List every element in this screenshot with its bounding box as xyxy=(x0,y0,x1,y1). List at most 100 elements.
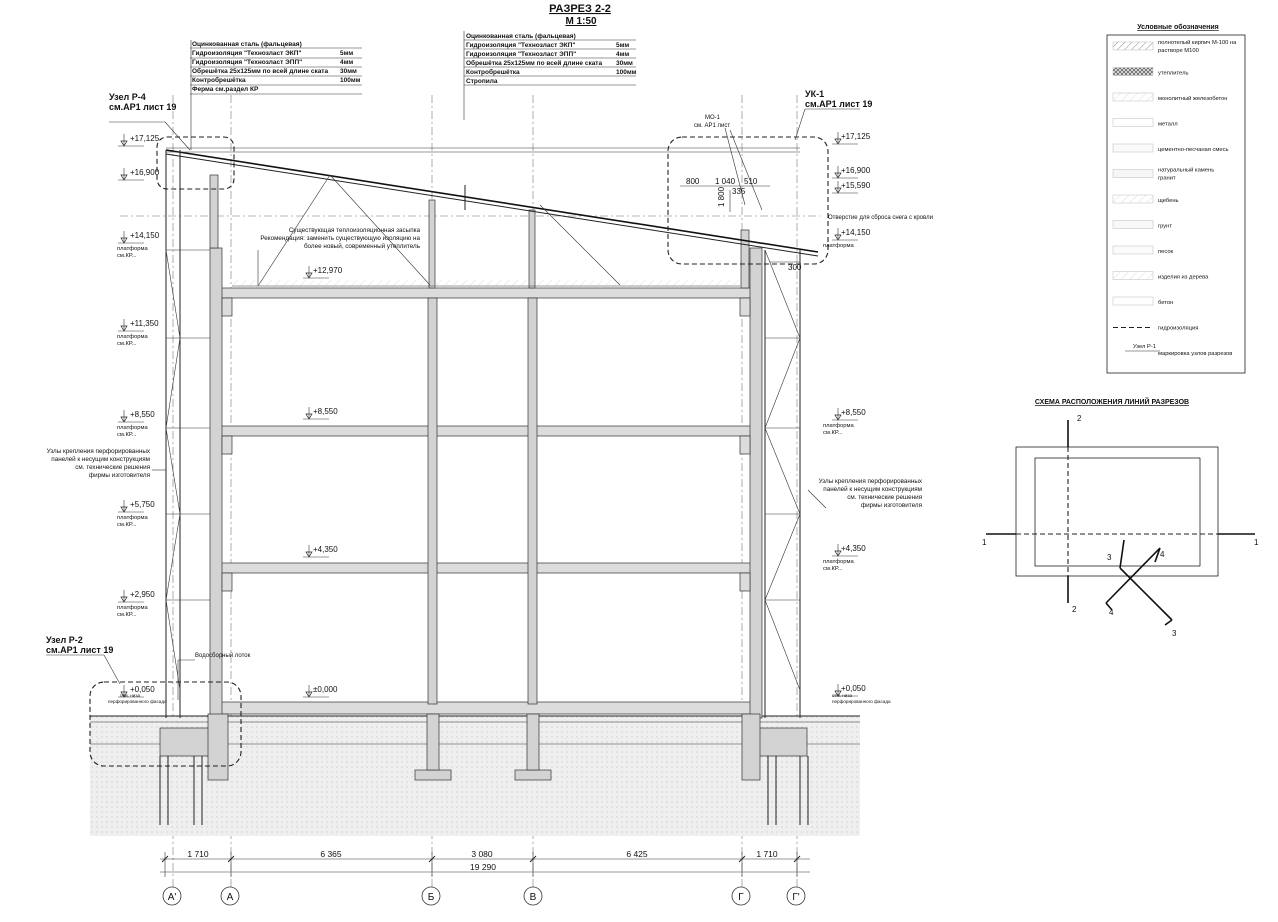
axis-bubble-1 xyxy=(220,886,240,906)
roof-right-row-1-label: Гидроизоляция "Технозласт ЭКП" xyxy=(466,42,576,49)
axis-bubble-2 xyxy=(421,886,441,906)
dim-segment-2: 3 080 xyxy=(471,849,493,859)
axis-bubble-0 xyxy=(162,886,182,906)
roof-right-row-4-value: 100мм xyxy=(616,69,637,76)
level-symbol xyxy=(832,408,858,421)
axis-label-1: А xyxy=(227,892,234,903)
level-left-5: +5,750 xyxy=(130,500,155,509)
platform-note-left-2: платформа xyxy=(117,425,148,431)
platform-ref-right-0: см.КР... xyxy=(823,430,843,436)
level-inner-1: +8,550 xyxy=(313,407,338,416)
legend-label-0-b: растворе М100 xyxy=(1158,48,1199,54)
note-panels-right-3: см. технические решения xyxy=(847,494,922,501)
scheme-label-4-top: 4 xyxy=(1160,550,1165,559)
legend-label-8: песок xyxy=(1158,249,1174,255)
building-section xyxy=(159,147,819,825)
legend-label-3: металл xyxy=(1158,122,1178,128)
level-symbol xyxy=(303,685,329,698)
legend: полнотелый кирпич М-100 на растворе М100 у… xyxy=(1106,34,1246,374)
platform-note-left-3: платформа xyxy=(117,515,148,521)
level-left-0: +17,125 xyxy=(130,134,160,143)
platform-note-right-top: платформа xyxy=(823,243,854,249)
level-symbol xyxy=(118,319,144,332)
level-left-1: +16,900 xyxy=(130,168,160,177)
level-left-3: +11,350 xyxy=(130,319,159,328)
axis-bubble-5 xyxy=(786,886,806,906)
scheme-label-4-bottom: 4 xyxy=(1109,608,1114,617)
level-symbol xyxy=(832,684,858,697)
node-p4-ref: см.АР1 лист 19 xyxy=(109,102,176,112)
note-panels-left-2: панелей к несущим конструкциям xyxy=(51,455,150,463)
platform-ref-left-3: см.КР... xyxy=(117,522,137,528)
node-uk1-title: УК-1 xyxy=(805,89,824,99)
detail-dim-510: 510 xyxy=(744,177,758,186)
legend-swatch-8 xyxy=(1112,245,1154,255)
level-symbol xyxy=(118,685,144,698)
dim-total: 19 290 xyxy=(470,862,496,872)
level-symbol xyxy=(118,168,144,181)
detail-dim-800: 800 xyxy=(686,177,700,186)
axis-bubble-3 xyxy=(523,886,543,906)
legend-label-5-b: гранит xyxy=(1158,176,1176,182)
level-symbol xyxy=(832,181,858,194)
node-mo1-title: МО-1 xyxy=(705,115,721,121)
level-left-6: +2,950 xyxy=(130,590,155,599)
level-symbol xyxy=(118,590,144,603)
node-mo1-ref: см. АР1 лист xyxy=(694,123,730,129)
note-panels-left-4: фирмы изготовителя xyxy=(89,472,150,479)
node-p2-title: Узел Р-2 xyxy=(46,635,83,645)
platform-note-left-4: платформа xyxy=(117,605,148,611)
level-right-4: +8,550 xyxy=(841,408,866,417)
level-symbol xyxy=(118,410,144,423)
detail-dim-300: 300 xyxy=(788,263,802,272)
legend-swatch-7 xyxy=(1112,220,1154,229)
legend-label-1: утеплитель xyxy=(1158,71,1189,77)
level-right-3: +14,150 xyxy=(841,228,871,237)
roof-right-row-3-value: 30мм xyxy=(616,60,633,67)
level-symbol xyxy=(832,228,858,241)
roof-left-row-4-value: 100мм xyxy=(340,77,361,84)
note-panels-right-1: Узлы крепления перфорированных xyxy=(819,478,923,485)
roof-right-row-2-label: Гидроизоляция "Технозласт ЭПП" xyxy=(466,51,576,58)
level-symbol xyxy=(303,545,329,558)
legend-label-10: бетон xyxy=(1158,300,1173,306)
legend-swatch-10 xyxy=(1112,296,1154,306)
roof-left-row-4-label: Контробрешётка xyxy=(192,76,246,84)
platform-ref-left-2: см.КР... xyxy=(117,432,137,438)
scheme-label-2-bottom: 2 xyxy=(1072,605,1077,614)
note-snow: Отверстие для сброса снега с кровли xyxy=(828,215,933,221)
platform-ref-left-1: см.КР... xyxy=(117,341,137,347)
roof-right-row-4-label: Контробрешётка xyxy=(466,68,520,76)
detail-dim-1800: 1 800 xyxy=(717,186,726,207)
platform-note-right-0: платформа xyxy=(823,423,854,429)
detail-dim-335: 335 xyxy=(732,187,746,196)
roof-left-row-3-label: Обрешётка 25х125мм по всей длине ската xyxy=(192,67,328,75)
level-right-5: +4,350 xyxy=(841,544,866,553)
annotations: Оцинкованная сталь (фальцевая) Гидроизол… xyxy=(46,23,1259,704)
platform-note-right-1: платформа xyxy=(823,559,854,565)
legend-label-0: полнотелый кирпич М-100 на xyxy=(1158,39,1237,46)
roof-spec-table-left xyxy=(190,40,362,150)
legend-swatch-5 xyxy=(1112,169,1154,178)
roof-right-row-5-label: Стропила xyxy=(466,78,498,85)
note-panels-left-1: Узлы крепления перфорированных xyxy=(47,448,151,455)
level-symbol xyxy=(118,500,144,513)
axis-bubble-4 xyxy=(731,886,751,906)
legend-swatch-1 xyxy=(1112,67,1154,76)
section-title: РАЗРЕЗ 2-2 М 1:50 xyxy=(549,3,611,27)
legend-swatch-3 xyxy=(1112,118,1154,127)
legend-label-11: гидроизоляция xyxy=(1158,326,1198,332)
level-right-2: +15,590 xyxy=(841,181,871,190)
scheme-label-2-top: 2 xyxy=(1077,414,1082,423)
legend-swatch-4 xyxy=(1112,143,1154,153)
level-right-6: +0,050 xyxy=(841,684,866,693)
platform-ref-right-1: см.КР... xyxy=(823,566,843,572)
level-symbol xyxy=(832,132,858,145)
legend-label-5: натуральный камень xyxy=(1158,167,1214,174)
legend-swatch-9 xyxy=(1112,271,1154,280)
platform-note-left-0: платформа xyxy=(117,246,148,252)
level-symbol xyxy=(118,231,144,244)
legend-swatch-0 xyxy=(1112,41,1154,51)
level-left-4: +8,550 xyxy=(130,410,155,419)
axis-label-5: Г' xyxy=(792,892,799,903)
